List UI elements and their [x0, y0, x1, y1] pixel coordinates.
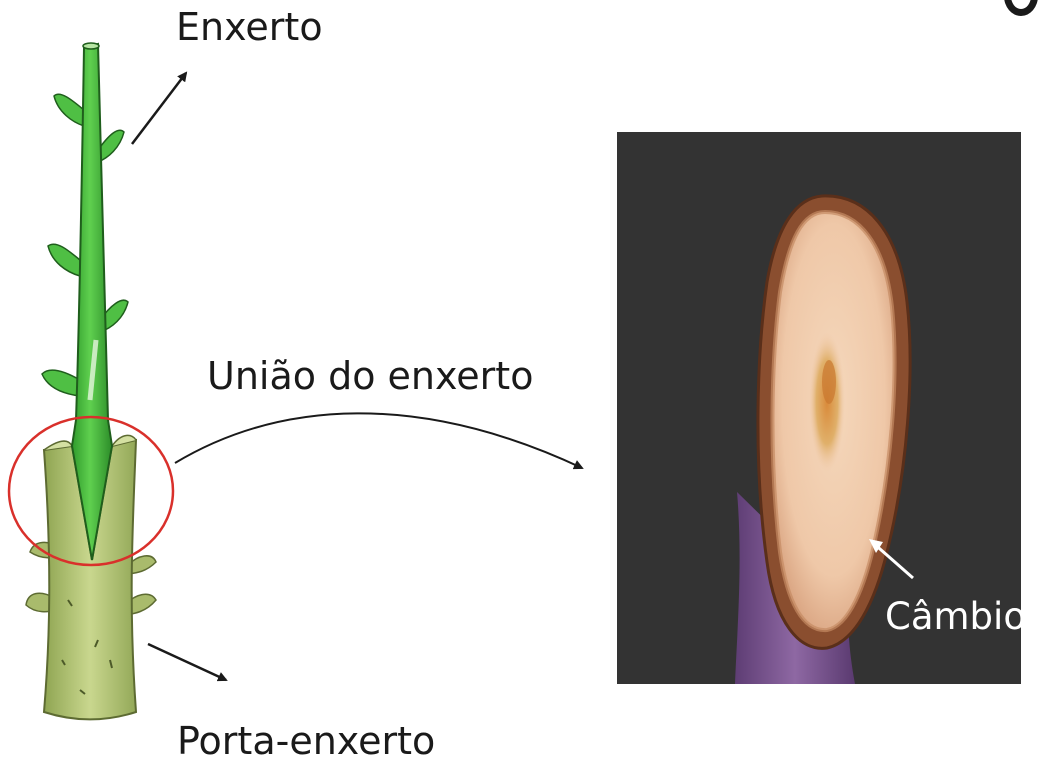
scion-label: Enxerto: [176, 8, 323, 46]
union-curved-arrow: [175, 413, 582, 468]
graft-union-label: União do enxerto: [207, 357, 533, 395]
cambium-label: Câmbio: [885, 598, 1026, 635]
rootstock-label: Porta-enxerto: [177, 722, 435, 760]
rootstock-arrow: [148, 644, 226, 680]
scion-arrow: [132, 73, 186, 144]
